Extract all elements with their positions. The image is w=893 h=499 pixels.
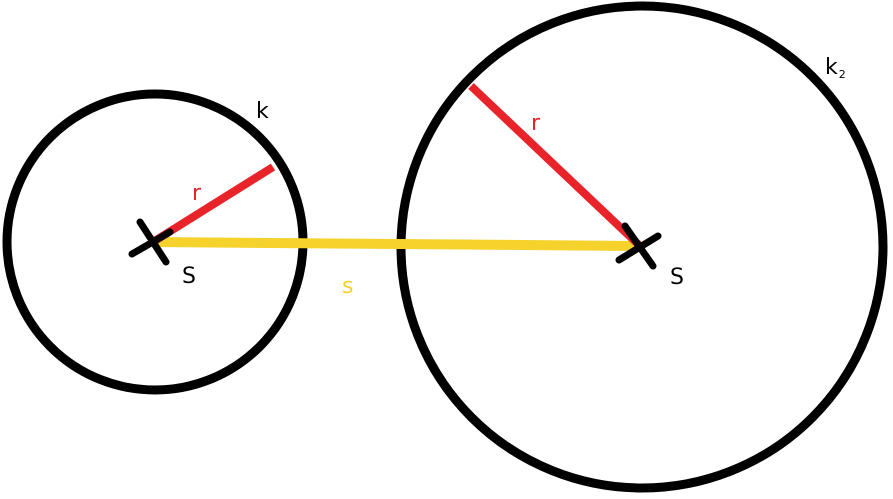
- label-k2-main: k: [825, 55, 838, 80]
- center-s-left-x-mark-icon: [128, 218, 174, 266]
- label-k: k: [256, 99, 269, 124]
- radius-r-left: [150, 163, 276, 246]
- label-r-right: r: [531, 111, 541, 136]
- label-segment-s: s: [342, 274, 353, 299]
- label-r-left: r: [192, 181, 202, 206]
- center-s-right-x-mark-icon: [615, 222, 662, 270]
- label-k2: k2: [825, 55, 846, 81]
- label-s-center-right: S: [670, 265, 684, 290]
- segment-s: [152, 237, 641, 251]
- label-s-center-left: S: [182, 264, 196, 289]
- label-k2-subscript: 2: [839, 68, 846, 81]
- radius-r-right: [468, 83, 643, 249]
